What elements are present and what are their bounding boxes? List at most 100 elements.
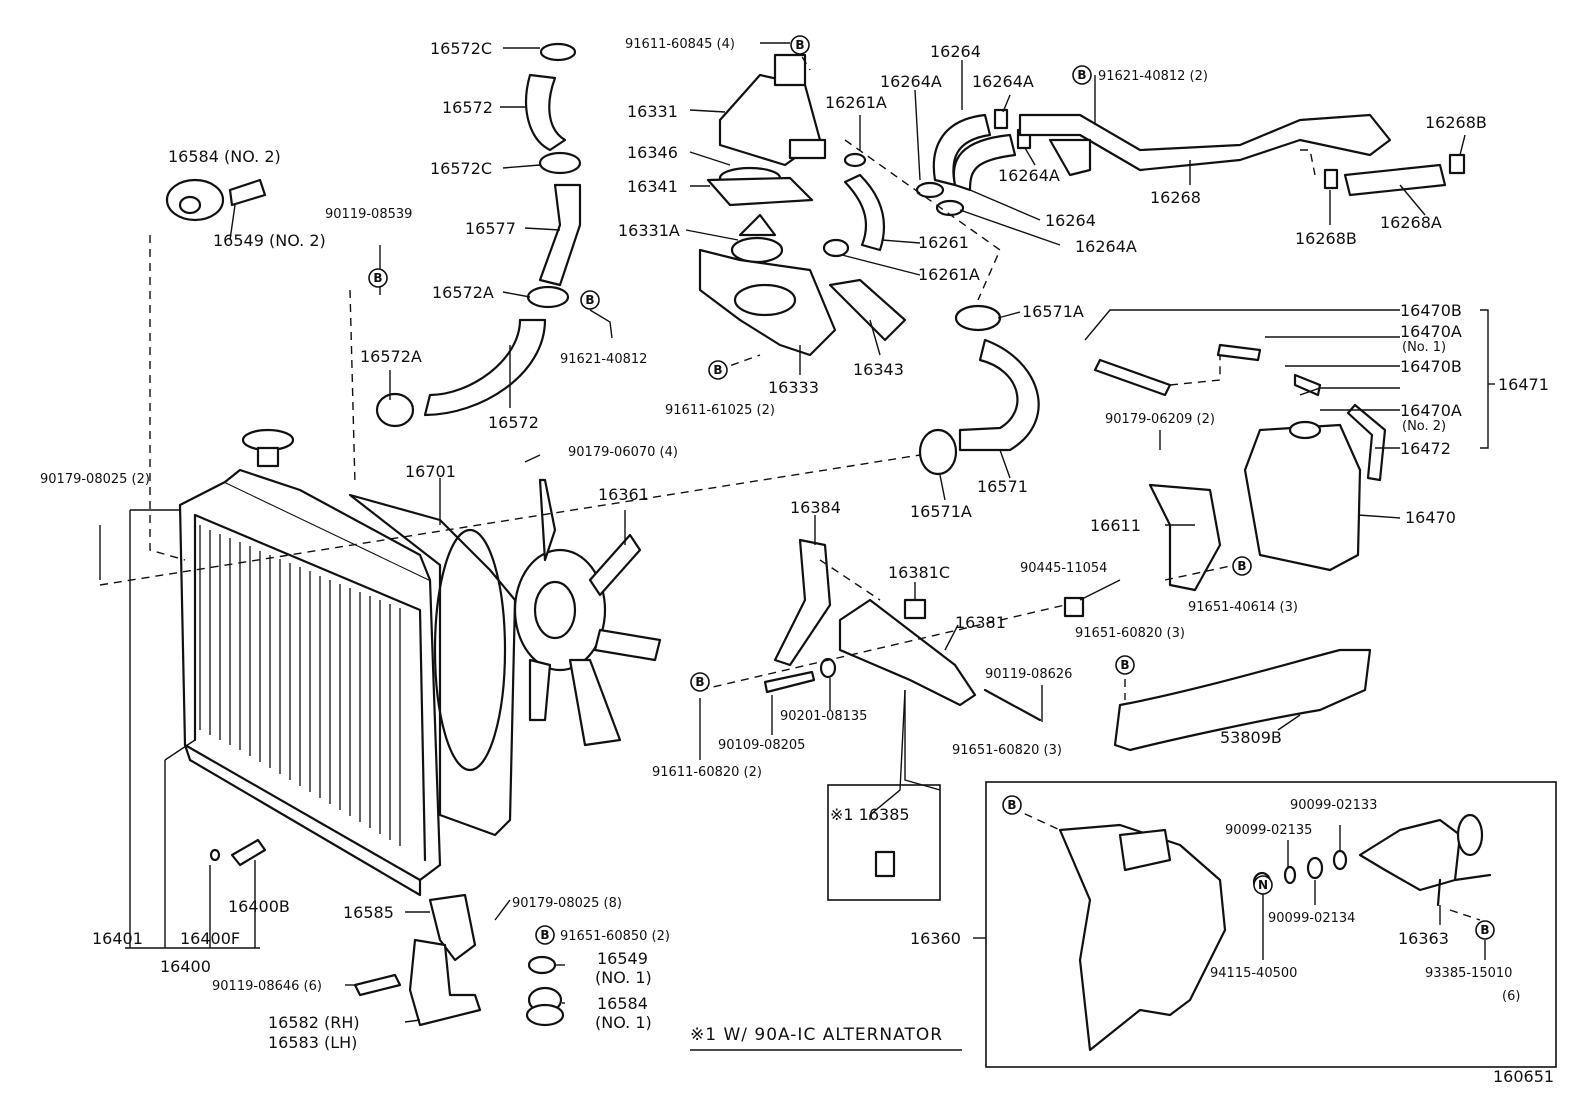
svg-text:B: B: [540, 928, 549, 942]
ref-mark-b-7: B: [1115, 655, 1135, 675]
label-16583: 16583 (LH): [268, 1033, 357, 1052]
reservoir-hoses-16470AB: [1093, 343, 1387, 482]
svg-text:B: B: [585, 293, 594, 307]
svg-text:B: B: [373, 271, 382, 285]
label-16333: 16333: [768, 378, 819, 397]
label-16264a-4: 16264A: [1075, 237, 1137, 256]
ref-mark-b-3: B: [580, 290, 600, 310]
label-16584-no1-sub: (NO. 1): [595, 1013, 652, 1032]
label-94115-40500: 94115-40500: [1210, 966, 1297, 981]
water-inlet-16333: [698, 248, 837, 357]
label-16341: 16341: [627, 177, 678, 196]
label-90201-08135: 90201-08135: [780, 709, 867, 724]
reservoir-16470: [1243, 420, 1362, 572]
label-90179-06070: 90179-06070 (4): [568, 445, 678, 460]
washer-90201-08135: [819, 657, 837, 679]
ref-mark-b-6: B: [1232, 556, 1252, 576]
ref-mark-b-8: B: [690, 672, 710, 692]
label-16470a-2-sub: (No. 2): [1402, 419, 1446, 434]
label-16571a-low: 16571A: [910, 502, 972, 521]
label-16400b: 16400B: [228, 897, 290, 916]
label-16472: 16472: [1400, 439, 1451, 458]
fan-16361: [513, 478, 662, 747]
label-91621-40812-b: 91621-40812 (2): [1098, 69, 1208, 84]
hose-16268A: [1323, 153, 1466, 197]
label-16331a: 16331A: [618, 221, 680, 240]
label-16381: 16381: [955, 613, 1006, 632]
label-16264-top: 16264: [930, 42, 981, 61]
label-93385-15010: 93385-15010: [1425, 966, 1512, 981]
label-16401: 16401: [92, 929, 143, 948]
label-16572-low: 16572: [488, 413, 539, 432]
label-90099-02135: 90099-02135: [1225, 823, 1312, 838]
ref-mark-b-1: B: [790, 35, 810, 55]
bolt-90119-08646: [353, 973, 402, 997]
support-16585: [408, 893, 482, 1027]
label-16582: 16582 (RH): [268, 1013, 360, 1032]
label-16261a-top: 16261A: [825, 93, 887, 112]
air-duct-53809B: [1113, 648, 1372, 752]
label-16400f: 16400F: [180, 929, 240, 948]
label-16470a-1-sub: (No. 1): [1402, 340, 1446, 355]
label-91651-60820-a: 91651-60820 (3): [1075, 626, 1185, 641]
cushion-16584-no2: [165, 178, 267, 222]
label-16611: 16611: [1090, 516, 1141, 535]
label-16268b-b: 16268B: [1295, 229, 1357, 248]
ref-mark-b-11: B: [1475, 920, 1495, 940]
collar-90445-11054: [1063, 596, 1085, 618]
label-91651-60820-b: 91651-60820 (3): [952, 743, 1062, 758]
svg-text:B: B: [1120, 658, 1129, 672]
label-91651-60850: 91651-60850 (2): [560, 929, 670, 944]
label-91611-60845: 91611-60845 (4): [625, 37, 735, 52]
label-16470b-1: 16470B: [1400, 301, 1462, 320]
label-16264a-1: 16264A: [880, 72, 942, 91]
label-16343: 16343: [853, 360, 904, 379]
label-16400: 16400: [160, 957, 211, 976]
gasket-16343: [828, 278, 907, 342]
fan-shroud-16701: [348, 493, 517, 837]
svg-text:B: B: [1237, 559, 1246, 573]
label-16701: 16701: [405, 462, 456, 481]
svg-text:B: B: [1007, 798, 1016, 812]
label-16381c: 16381C: [888, 563, 950, 582]
label-16471: 16471: [1498, 375, 1549, 394]
label-90109-08205: 90109-08205: [718, 738, 805, 753]
label-16470a-1: 16470A: [1400, 322, 1462, 341]
label-91611-60820: 91611-60820 (2): [652, 765, 762, 780]
label-16584-no2: 16584 (NO. 2): [168, 147, 281, 166]
label-16346: 16346: [627, 143, 678, 162]
hose-16572-upper: [375, 42, 582, 428]
label-16363: 16363: [1398, 929, 1449, 948]
part-16385: [874, 850, 896, 878]
footnote: ※1 W/ 90A-IC ALTERNATOR: [690, 1025, 943, 1045]
label-90179-08025-b: 90179-08025 (8): [512, 896, 622, 911]
label-90099-02133: 90099-02133: [1290, 798, 1377, 813]
label-90119-08626: 90119-08626: [985, 667, 1072, 682]
label-90179-08025-a: 90179-08025 (2): [40, 472, 150, 487]
label-16360: 16360: [910, 929, 961, 948]
label-16331: 16331: [627, 102, 678, 121]
label-90445-11054: 90445-11054: [1020, 561, 1107, 576]
label-16572a-r: 16572A: [432, 283, 494, 302]
ref-mark-b-2: B: [368, 268, 388, 288]
label-90119-08539: 90119-08539: [325, 207, 412, 222]
thermostat-16331A: [730, 213, 784, 264]
lower-hose-16571: [918, 304, 1040, 476]
part-labels: 16572C 16572 16572C 16577 16572A 16572A …: [40, 37, 1554, 1086]
label-16261a-low: 16261A: [918, 265, 980, 284]
ref-mark-b-5: B: [1072, 65, 1092, 85]
heater-hoses-16264: [915, 108, 1032, 217]
label-53809b: 53809B: [1220, 728, 1282, 747]
label-16585: 16585: [343, 903, 394, 922]
label-93385-15010-sub: (6): [1502, 989, 1520, 1004]
label-16268b-r: 16268B: [1425, 113, 1487, 132]
radiator-16401: [178, 468, 442, 897]
label-90119-08646: 90119-08646 (6): [212, 979, 322, 994]
diagram-ref-number: 160651: [1493, 1067, 1554, 1086]
label-16571a-top: 16571A: [1022, 302, 1084, 321]
label-16268a: 16268A: [1380, 213, 1442, 232]
label-16470: 16470: [1405, 508, 1456, 527]
ref-mark-n-1: N: [1253, 875, 1273, 895]
label-16584-no1: 16584: [597, 994, 648, 1013]
